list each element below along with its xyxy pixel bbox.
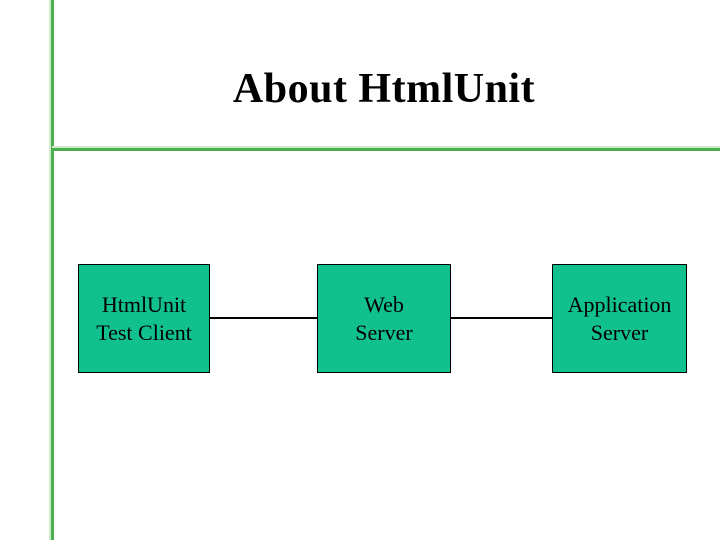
diagram-node-web-server: Web Server: [317, 264, 451, 373]
node-label-line1: HtmlUnit: [101, 291, 187, 317]
node-label-line1: Web: [364, 291, 404, 317]
slide-title: About HtmlUnit: [232, 66, 536, 112]
title-divider-line: [52, 146, 720, 151]
node-label-line2: Server: [355, 319, 413, 345]
diagram-node-htmlunit-test-client: HtmlUnit Test Client: [78, 264, 210, 373]
node-label-line2: Test Client: [96, 319, 192, 345]
node-label-line2: Server: [590, 319, 649, 345]
connector-line-webserver-appserver: [451, 317, 552, 319]
connector-line-client-webserver: [210, 317, 317, 319]
left-accent-line: [49, 0, 54, 540]
diagram-node-application-server: Application Server: [552, 264, 687, 373]
node-label-line1: Application: [567, 291, 672, 317]
